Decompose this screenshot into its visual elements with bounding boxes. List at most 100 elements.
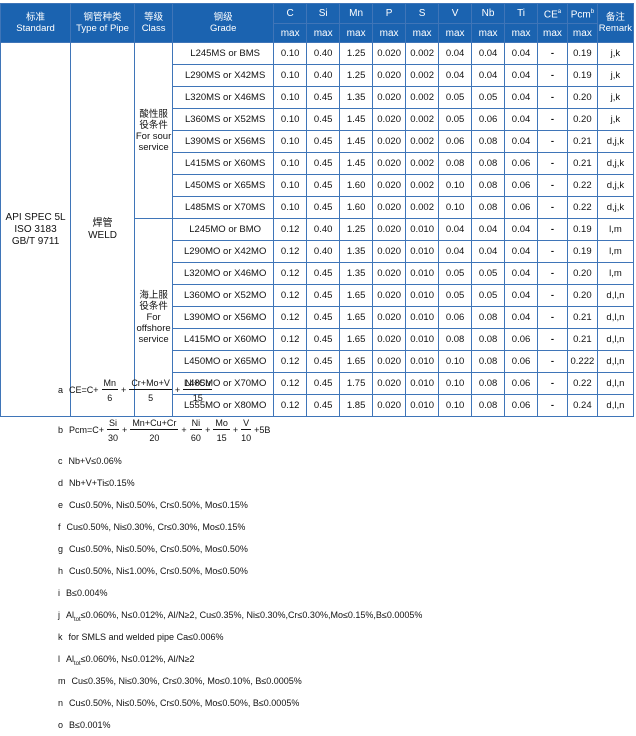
max-label: max <box>405 23 440 43</box>
value-cell: 0.12 <box>273 306 308 329</box>
grade-cell: L390MO or X56MO <box>172 306 275 329</box>
class-sour-line: For sour <box>135 130 172 142</box>
value-cell: 0.06 <box>504 174 539 197</box>
grade-cell: L415MO or X60MO <box>172 328 275 351</box>
value-cell: 0.06 <box>504 394 539 417</box>
note-key: l <box>58 654 60 664</box>
value-cell: 0.05 <box>438 284 473 307</box>
formula-label: b <box>58 425 64 435</box>
remark-cell: j,k <box>596 64 635 87</box>
denominator: 20 <box>149 432 160 443</box>
value-cell: - <box>537 284 568 307</box>
grade-cell: L415MS or X60MS <box>172 152 275 175</box>
denominator: 15 <box>216 432 227 443</box>
grade-cell: L290MO or X42MO <box>172 240 275 263</box>
value-cell: 0.05 <box>471 86 506 109</box>
value-cell: 0.04 <box>438 218 473 241</box>
value-cell: 0.010 <box>405 262 440 285</box>
value-cell: 0.04 <box>438 64 473 87</box>
value-cell: 0.21 <box>566 152 598 175</box>
value-cell: 0.010 <box>405 284 440 307</box>
max-label: max <box>537 23 568 43</box>
grade-cell: L320MS or X46MS <box>172 86 275 109</box>
remark-cell: d,l,n <box>596 350 635 373</box>
note-text: B≤0.004% <box>66 588 108 598</box>
value-cell: 0.45 <box>306 284 341 307</box>
col-ce-header: CEa <box>537 3 568 24</box>
col-pcm-header: Pcmb <box>566 3 598 24</box>
value-cell: 0.45 <box>306 306 341 329</box>
value-cell: 0.06 <box>504 328 539 351</box>
col-s-header: S <box>405 3 440 24</box>
value-cell: 1.35 <box>339 262 374 285</box>
note-key: g <box>58 544 64 554</box>
remark-cell: j,k <box>596 42 635 65</box>
numerator: Mn <box>101 377 119 390</box>
ce-sup: a <box>557 8 562 15</box>
value-cell: 0.08 <box>438 328 473 351</box>
value-cell: 0.22 <box>566 174 598 197</box>
numerator: Mo <box>213 417 230 430</box>
value-cell: - <box>537 306 568 329</box>
value-cell: 0.020 <box>372 328 407 351</box>
standard-line: GB/T 9711 <box>11 235 60 247</box>
class-offshore-line: For <box>146 312 161 323</box>
value-cell: 0.21 <box>566 306 598 329</box>
value-cell: 0.020 <box>372 108 407 131</box>
remark-cell: l,m <box>596 218 635 241</box>
value-cell: 0.04 <box>438 240 473 263</box>
denominator: 5 <box>148 392 154 403</box>
value-cell: 0.10 <box>273 130 308 153</box>
value-cell: 0.08 <box>471 130 506 153</box>
value-cell: 0.020 <box>372 350 407 373</box>
value-cell: 0.40 <box>306 64 341 87</box>
value-cell: 0.002 <box>405 174 440 197</box>
standard-line: API SPEC 5L <box>5 211 66 223</box>
value-cell: 0.05 <box>438 86 473 109</box>
formula-lead: CE=C+ <box>69 385 99 395</box>
class-en: Class <box>141 23 166 34</box>
value-cell: 0.10 <box>438 174 473 197</box>
plus-sign: + <box>181 425 187 435</box>
denominator: 15 <box>192 392 203 403</box>
value-cell: 0.020 <box>372 174 407 197</box>
value-cell: - <box>537 262 568 285</box>
remark-cell: l,m <box>596 240 635 263</box>
value-cell: 0.06 <box>438 130 473 153</box>
grade-cell: L360MS or X52MS <box>172 108 275 131</box>
value-cell: - <box>537 130 568 153</box>
remark-cell: j,k <box>596 108 635 131</box>
value-cell: 0.19 <box>566 240 598 263</box>
value-cell: 1.60 <box>339 174 374 197</box>
max-label: max <box>471 23 506 43</box>
remark-cell: j,k <box>596 86 635 109</box>
col-v-header: V <box>438 3 473 24</box>
grade-cell: L450MS or X65MS <box>172 174 275 197</box>
note-text: Cu≤0.50%, Ni≤0.50%, Cr≤0.50%, Mo≤0.50%, … <box>69 698 300 708</box>
formula-tail: +5B <box>254 425 271 435</box>
value-cell: 0.20 <box>566 262 598 285</box>
value-cell: 0.04 <box>471 218 506 241</box>
fraction: Mo 15 <box>213 417 230 444</box>
value-cell: 0.19 <box>566 218 598 241</box>
value-cell: 1.45 <box>339 152 374 175</box>
note-text: Cu≤0.50%, Ni≤0.50%, Cr≤0.50%, Mo≤0.15% <box>69 500 248 510</box>
max-label: max <box>306 23 341 43</box>
plus-sign: + <box>122 425 128 435</box>
value-cell: 0.40 <box>306 42 341 65</box>
note-key: c <box>58 456 63 466</box>
class-sour-line: 役条件 <box>139 119 168 131</box>
value-cell: 0.05 <box>471 262 506 285</box>
max-label: max <box>566 23 598 43</box>
